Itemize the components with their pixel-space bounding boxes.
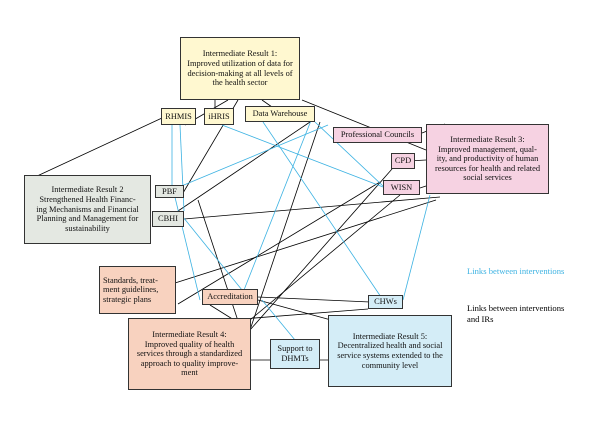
intervention-pbf: PBF [155, 185, 184, 198]
black-link-line-4 [261, 99, 273, 108]
intervention-ihris: iHRIS [204, 108, 234, 125]
pbf-label: PBF [162, 186, 177, 196]
ir4-line: approach to quality improve- [140, 358, 239, 368]
rhmis-label: RHMIS [165, 111, 192, 121]
ir3-line: ity, and productivity of human [436, 154, 539, 164]
blue-link-line-11 [314, 121, 384, 187]
black-link-line-18 [249, 121, 321, 331]
black-link-line-19 [249, 168, 393, 331]
black-link-line-20 [229, 308, 369, 321]
ir2-line: ing Mechanisms and Financial [36, 204, 139, 214]
ir2-title: Intermediate Result 2 [51, 185, 124, 195]
ir3-line: Improved management, qual- [438, 144, 537, 154]
intermediate-result-1: Intermediate Result 1: Improved utilizat… [180, 37, 300, 100]
intervention-chws: CHWs [368, 295, 403, 309]
intervention-support-to-dhmts: Support to DHMTs [270, 339, 320, 369]
profcouncils-label: Professional Councils [340, 130, 415, 140]
legend-black-line: Links between interventions [467, 303, 565, 313]
ir4-line: ment [181, 368, 198, 378]
ir1-title: Intermediate Result 1: [202, 49, 278, 59]
intervention-standards: Standards, treat- ment guidelines, strat… [99, 266, 176, 314]
blue-link-line-9 [402, 194, 431, 301]
ir5-title: Intermediate Result 5: [352, 331, 428, 341]
blue-link-line-10 [261, 299, 296, 341]
blue-link-line-2 [179, 124, 185, 212]
ir1-line: Improved utilization of data for [187, 58, 293, 68]
accreditation-label: Accreditation [207, 292, 253, 302]
ir5-line: service systems extended to the [337, 351, 443, 360]
intervention-cpd: CPD [391, 153, 415, 169]
black-link-line-1 [34, 117, 163, 178]
legend-black-line: and IRs [467, 314, 494, 325]
ir2-line: Planning and Management for [36, 214, 139, 224]
black-link-line-21 [249, 194, 401, 321]
intervention-rhmis: RHMIS [161, 108, 196, 125]
ir2-line: Strengthened Health Financ- [39, 195, 136, 205]
standards-line: ment guidelines, [103, 285, 159, 295]
black-link-line-11 [183, 196, 441, 220]
black-link-line-10 [177, 121, 311, 212]
ir4-line: Improved quality of health [144, 339, 235, 349]
ir3-line: social services [463, 173, 512, 183]
ir1-line: the health sector [212, 78, 268, 88]
ir5-line: Decentralized health and social [337, 341, 443, 351]
ir4-line: services through a standardized [136, 349, 243, 359]
intermediate-result-5: Intermediate Result 5: Decentralized hea… [328, 315, 452, 387]
chws-label: CHWs [374, 297, 397, 307]
blue-link-line-4 [262, 121, 384, 301]
intervention-cbhi: CBHI [152, 211, 184, 227]
blue-link-lines [154, 117, 431, 341]
black-link-line-12 [174, 199, 437, 284]
intervention-data-warehouse: Data Warehouse [245, 106, 315, 122]
blue-link-line-8 [243, 117, 313, 291]
ir3-line: resources for health and related [434, 163, 541, 173]
blue-link-line-5 [171, 184, 201, 301]
standards-line: Standards, treat- [103, 275, 158, 285]
wisn-label: WISN [390, 182, 413, 192]
blue-link-line-3 [221, 124, 384, 188]
warehouse-label: Data Warehouse [252, 109, 308, 119]
cbhi-label: CBHI [157, 214, 178, 224]
dhmt-line: DHMTs [281, 354, 309, 363]
ir5-line: community level [361, 360, 419, 370]
ir2-line: sustainability [65, 223, 110, 233]
black-link-line-8 [419, 185, 427, 189]
blue-link-line-6 [182, 216, 243, 291]
legend-blue-links: Links between interventions [467, 266, 564, 277]
intermediate-result-3: Intermediate Result 3: Improved manageme… [426, 124, 549, 194]
intervention-accreditation: Accreditation [202, 289, 258, 305]
intermediate-result-2: Intermediate Result 2 Strengthened Healt… [24, 175, 151, 244]
intervention-wisn: WISN [383, 180, 420, 195]
intervention-professional-councils: Professional Councils [333, 127, 422, 143]
ir3-title: Intermediate Result 3: [450, 134, 525, 144]
standards-line: strategic plans [103, 294, 152, 304]
ihris-label: iHRIS [208, 111, 230, 121]
ir4-title: Intermediate Result 4: [152, 329, 227, 339]
black-link-lines [34, 99, 446, 361]
black-link-line-17 [197, 199, 242, 331]
cpd-label: CPD [394, 156, 412, 166]
intermediate-result-4: Intermediate Result 4: Improved quality … [128, 318, 251, 390]
ir1-line: decision-making at all levels of [187, 68, 293, 78]
legend-blue-label: Links between interventions [467, 266, 565, 276]
dhmt-line: Support to [277, 344, 313, 354]
legend-black-links: Links between interventions and IRs [467, 303, 564, 325]
